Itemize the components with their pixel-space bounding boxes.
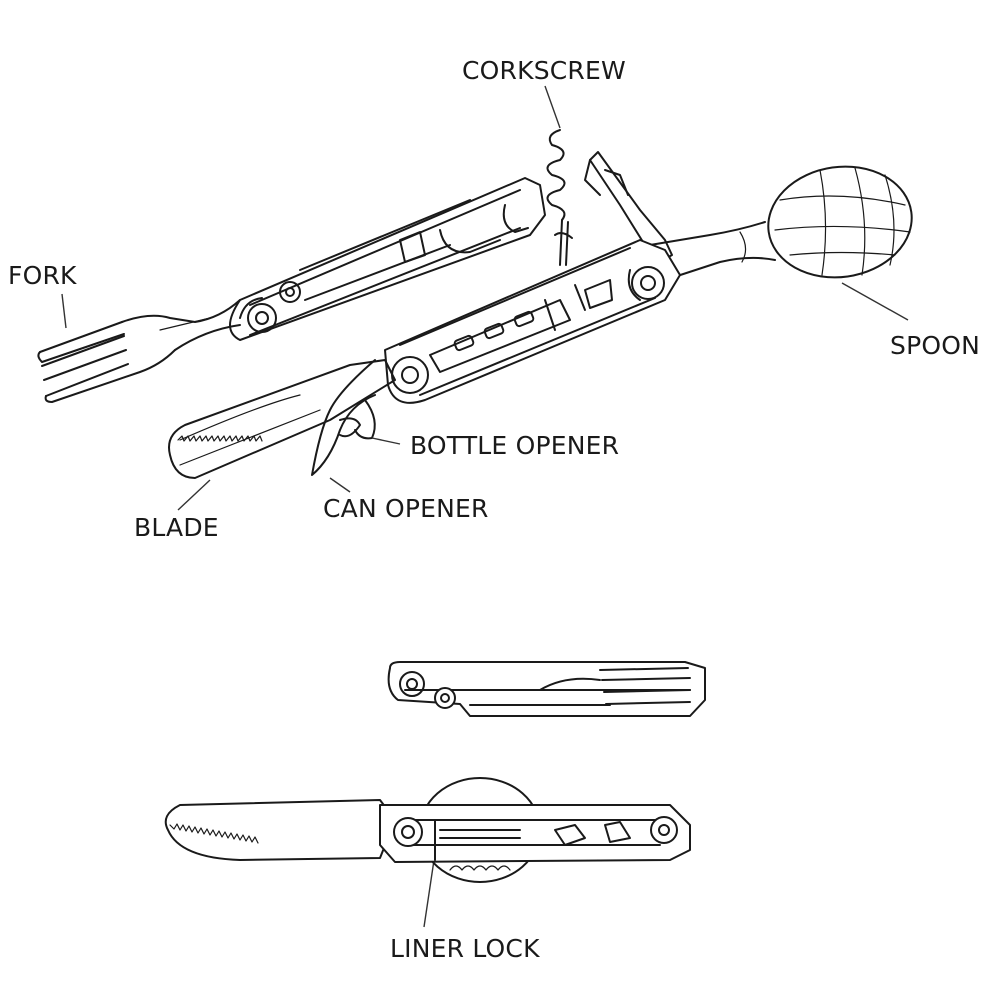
label-blade: BLADE: [134, 513, 219, 542]
corkscrew-illustration: [546, 129, 573, 266]
fork-illustration: [37, 177, 546, 403]
label-spoon: SPOON: [890, 331, 981, 360]
label-liner-lock: LINER LOCK: [390, 934, 540, 963]
spoon-illustration: [649, 165, 913, 281]
blade-illustration: [168, 359, 396, 479]
label-corkscrew: CORKSCREW: [462, 56, 626, 85]
closed-blade-half-illustration: [164, 777, 691, 883]
main-handle-illustration: [384, 239, 681, 404]
lever-illustration: [584, 151, 673, 263]
can-opener-illustration: [311, 359, 376, 476]
label-fork: FORK: [8, 261, 77, 290]
closed-fork-half-illustration: [387, 661, 706, 717]
label-bottle-opener: BOTTLE OPENER: [410, 431, 620, 460]
leader-lines: [61, 85, 909, 928]
label-can-opener: CAN OPENER: [323, 494, 489, 523]
